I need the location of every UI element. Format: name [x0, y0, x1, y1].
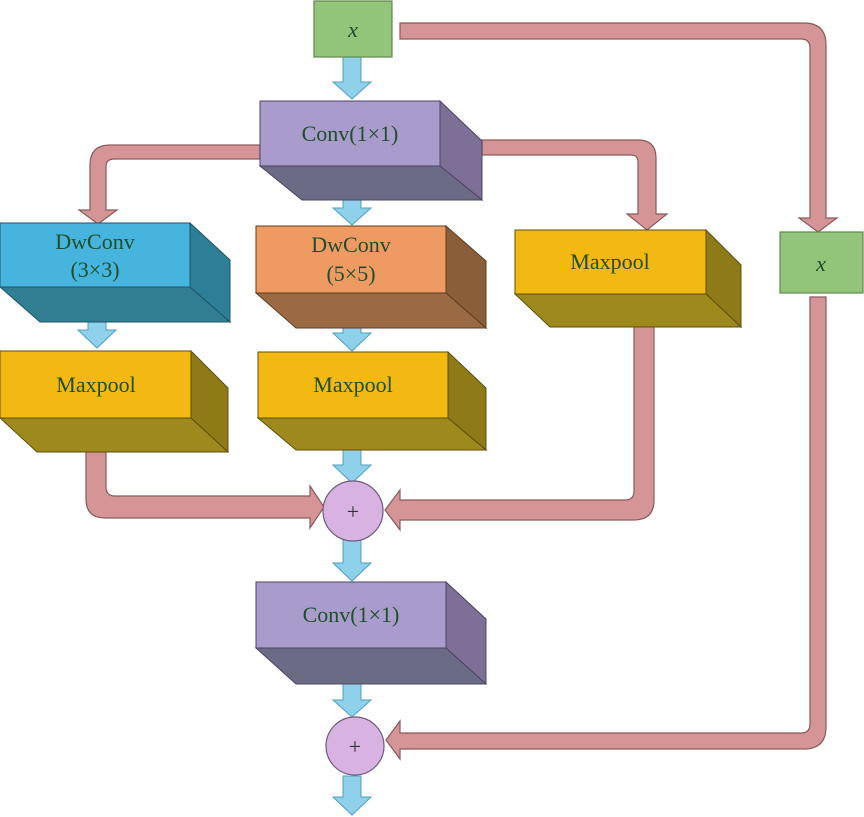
- input-label: x: [347, 17, 358, 42]
- maxpool-mid-block: Maxpool: [256, 350, 488, 452]
- pipes: [77, 22, 839, 761]
- skip-node: x: [779, 231, 864, 294]
- conv-bottom-label: Conv(1×1): [303, 602, 400, 627]
- add-node-1-symbol: +: [347, 499, 359, 524]
- maxpool-left-block: Maxpool: [0, 349, 230, 454]
- maxpool-right-block: Maxpool: [513, 228, 743, 329]
- skip-pipe-top: [399, 22, 839, 233]
- conv-top-block: Conv(1×1): [258, 99, 484, 202]
- maxpool-right-label: Maxpool: [570, 249, 649, 274]
- add-node-1: +: [322, 480, 384, 542]
- dwconv5-label-line1: DwConv: [311, 232, 390, 257]
- pipe-conv-to-dwconv3: [77, 144, 261, 225]
- arrow-add1-to-conv: [331, 539, 373, 582]
- dwconv5-block: DwConv (5×5): [254, 224, 488, 330]
- arrow-x-to-conv: [331, 56, 373, 100]
- input-node: x: [313, 0, 393, 58]
- dwconv3-block: DwConv (3×3): [0, 221, 232, 324]
- dwconv3-label-line2: (3×3): [70, 257, 119, 282]
- pipe-conv-to-maxpool-right: [481, 139, 669, 231]
- skip-label: x: [815, 251, 826, 276]
- maxpool-left-label: Maxpool: [56, 372, 135, 397]
- add-node-2-symbol: +: [349, 734, 361, 759]
- skip-pipe-bottom: [385, 296, 827, 761]
- dwconv5-label-line2: (5×5): [326, 261, 375, 286]
- pipe-maxpool-left-to-add: [85, 451, 325, 530]
- dwconv3-label-line1: DwConv: [55, 229, 134, 254]
- conv-bottom-block: Conv(1×1): [254, 580, 488, 686]
- arrow-output: [331, 775, 373, 816]
- maxpool-mid-label: Maxpool: [313, 372, 392, 397]
- pipe-maxpool-right-to-add: [384, 319, 655, 532]
- add-node-2: +: [325, 716, 385, 776]
- conv-top-label: Conv(1×1): [302, 121, 399, 146]
